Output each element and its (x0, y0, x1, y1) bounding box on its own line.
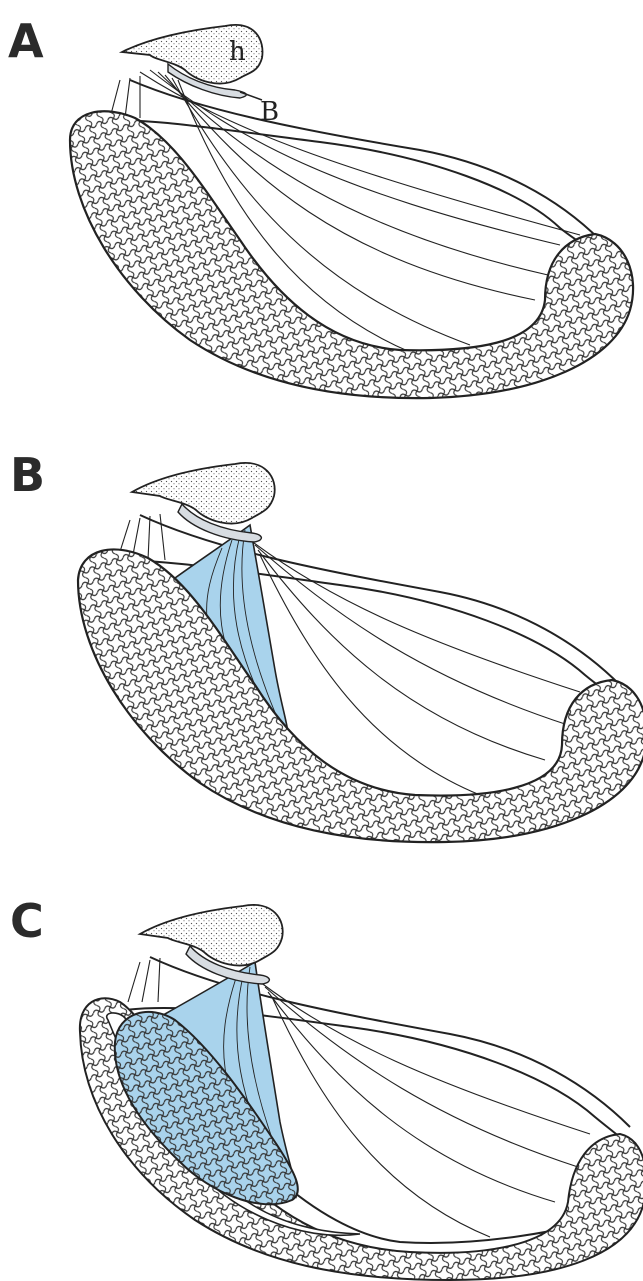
scapula-diagram-a: h B (0, 0, 643, 420)
panel-b: B (0, 430, 643, 850)
panel-c: C (0, 862, 643, 1281)
label-b: B (260, 97, 279, 127)
humeral-head (140, 905, 283, 966)
label-h: h (229, 37, 246, 67)
humeral-head (132, 463, 275, 524)
panel-a: A h B (0, 0, 643, 420)
scapula-diagram-c (0, 862, 643, 1281)
scapula-diagram-b (0, 430, 643, 850)
